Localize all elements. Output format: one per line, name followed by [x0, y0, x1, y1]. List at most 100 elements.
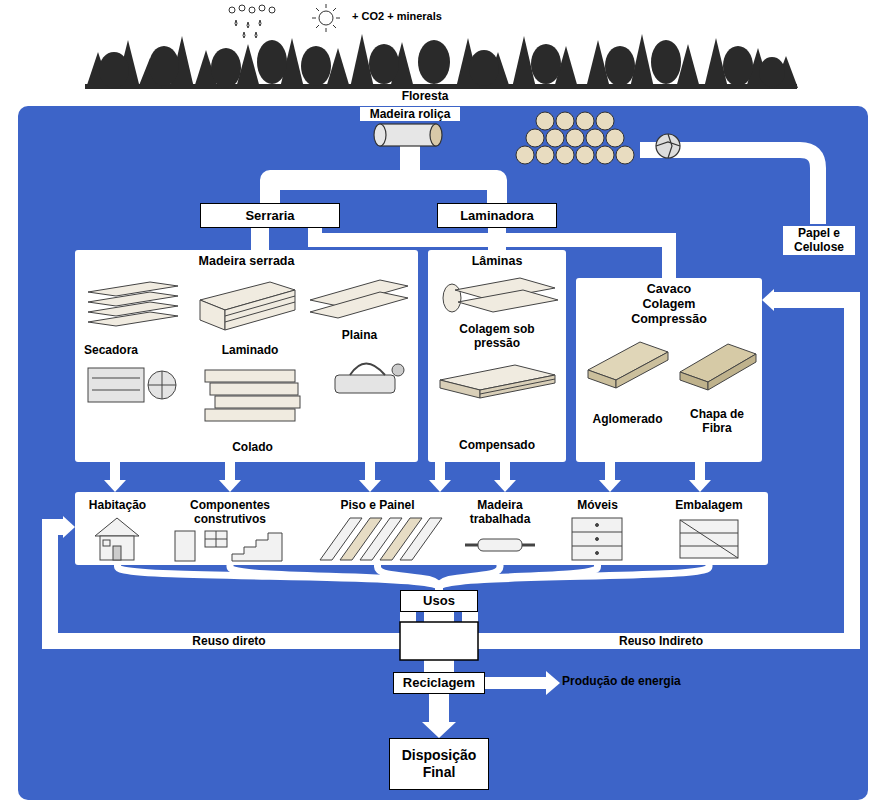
illustration-part	[333, 25, 336, 28]
illustration-part	[310, 292, 408, 318]
illustration-part	[75, 492, 768, 565]
illustration-part	[333, 8, 336, 11]
node-label: Habitação	[89, 498, 146, 512]
illustration-part	[440, 380, 480, 398]
illustration-part	[616, 146, 634, 164]
node-label: Usos	[423, 593, 455, 609]
blue-ground	[18, 106, 868, 800]
illustration-part	[257, 40, 287, 84]
illustration-part	[556, 112, 574, 130]
illustration-part	[680, 520, 738, 558]
illustration-part	[235, 20, 237, 26]
illustration-part	[605, 46, 635, 86]
flow-arrow	[429, 694, 449, 722]
text-label: Produção de energia	[562, 674, 722, 688]
illustration-part	[606, 129, 624, 147]
illustration-part	[211, 48, 241, 88]
sky-symbols	[229, 4, 340, 38]
edge-label: Reuso direto	[189, 634, 268, 648]
energy-arrow	[485, 671, 560, 695]
illustration-part	[259, 5, 265, 11]
text-label: Secadora	[84, 343, 179, 357]
stage-box: Disposição Final	[389, 738, 489, 790]
illustration-part	[255, 32, 257, 38]
illustration-part	[269, 7, 275, 13]
illustration-part	[200, 300, 225, 330]
text-label: Chapa de Fibra	[676, 407, 758, 436]
text-label: Papel e Celulose	[783, 226, 855, 255]
illustration-part	[326, 4, 327, 8]
node-label: Cavaco Colagem Compressão	[624, 282, 714, 327]
illustration-part	[316, 8, 319, 11]
illustration-part	[556, 146, 574, 164]
veneer-drawings	[440, 278, 558, 398]
illustration-part	[369, 44, 399, 84]
illustration-part	[225, 290, 295, 330]
use-item: Embalagem	[650, 492, 768, 565]
flow-arrow	[378, 565, 440, 590]
illustration-part	[103, 540, 110, 546]
node-label: Madeira trabalhada	[458, 498, 542, 527]
flow-arrow	[225, 462, 235, 480]
illustration-part	[336, 18, 340, 19]
illustration-part	[374, 124, 386, 146]
illustration-part	[480, 379, 555, 394]
illustration-part	[576, 278, 762, 462]
illustration-part	[759, 57, 785, 87]
illustration-part	[546, 671, 560, 695]
illustration-part	[546, 129, 564, 147]
text-label: Floresta	[380, 89, 470, 103]
illustration-part	[392, 364, 404, 376]
illustration-part	[335, 375, 395, 393]
illustration-part	[175, 531, 195, 561]
illustration-part	[566, 129, 584, 147]
text-label: Aglomerado	[580, 412, 675, 426]
illustration-part	[708, 354, 756, 390]
flow-arrow	[605, 462, 615, 480]
illustration-part	[576, 112, 594, 130]
illustration-part	[210, 383, 298, 395]
illustration-part	[88, 312, 178, 326]
text-label: Laminado	[205, 343, 295, 357]
illustration-part	[430, 124, 442, 146]
illustration-part	[485, 677, 547, 689]
connectors	[50, 228, 852, 722]
use-item: Piso e Painel	[300, 492, 455, 565]
node-label: Disposição Final	[394, 747, 484, 781]
process-box: Serraria	[200, 203, 340, 228]
flow-arrow	[230, 565, 439, 590]
flow-arrow	[695, 462, 705, 480]
illustration-part	[92, 390, 140, 391]
illustration-part	[400, 518, 442, 560]
illustration-part	[480, 375, 555, 398]
illustration-part	[92, 378, 140, 379]
text-label: + CO2 + minerals	[352, 10, 477, 23]
log-pile	[516, 112, 634, 164]
illustration-part	[522, 544, 535, 547]
product-panel: Cavaco Colagem Compressão	[576, 278, 762, 462]
illustration-part	[319, 11, 333, 25]
illustration-part	[465, 544, 478, 547]
illustration-part	[249, 7, 255, 13]
illustration-part	[225, 296, 295, 316]
illustration-part	[596, 552, 599, 555]
round-log	[374, 124, 442, 146]
illustration-part	[95, 518, 139, 536]
flow-arrow	[50, 527, 408, 641]
illustration-part	[680, 520, 738, 558]
use-item: Habitação	[75, 492, 160, 565]
text-label: Compensado	[432, 438, 562, 452]
board-drawings	[588, 342, 756, 390]
edge-label: Reuso Indireto	[616, 634, 706, 648]
flow-arrow	[470, 300, 852, 641]
illustration-part	[572, 518, 622, 560]
illustration-part	[651, 40, 681, 84]
illustration-part	[596, 112, 614, 130]
illustration-part	[443, 284, 461, 312]
stage-box: Reciclagem	[393, 672, 485, 694]
process-box: Laminadora	[437, 203, 557, 228]
log-split-band	[270, 146, 497, 203]
flow-arrow	[315, 228, 669, 278]
illustration-part	[205, 531, 227, 547]
text-label: Colagem sob pressão	[447, 322, 547, 351]
